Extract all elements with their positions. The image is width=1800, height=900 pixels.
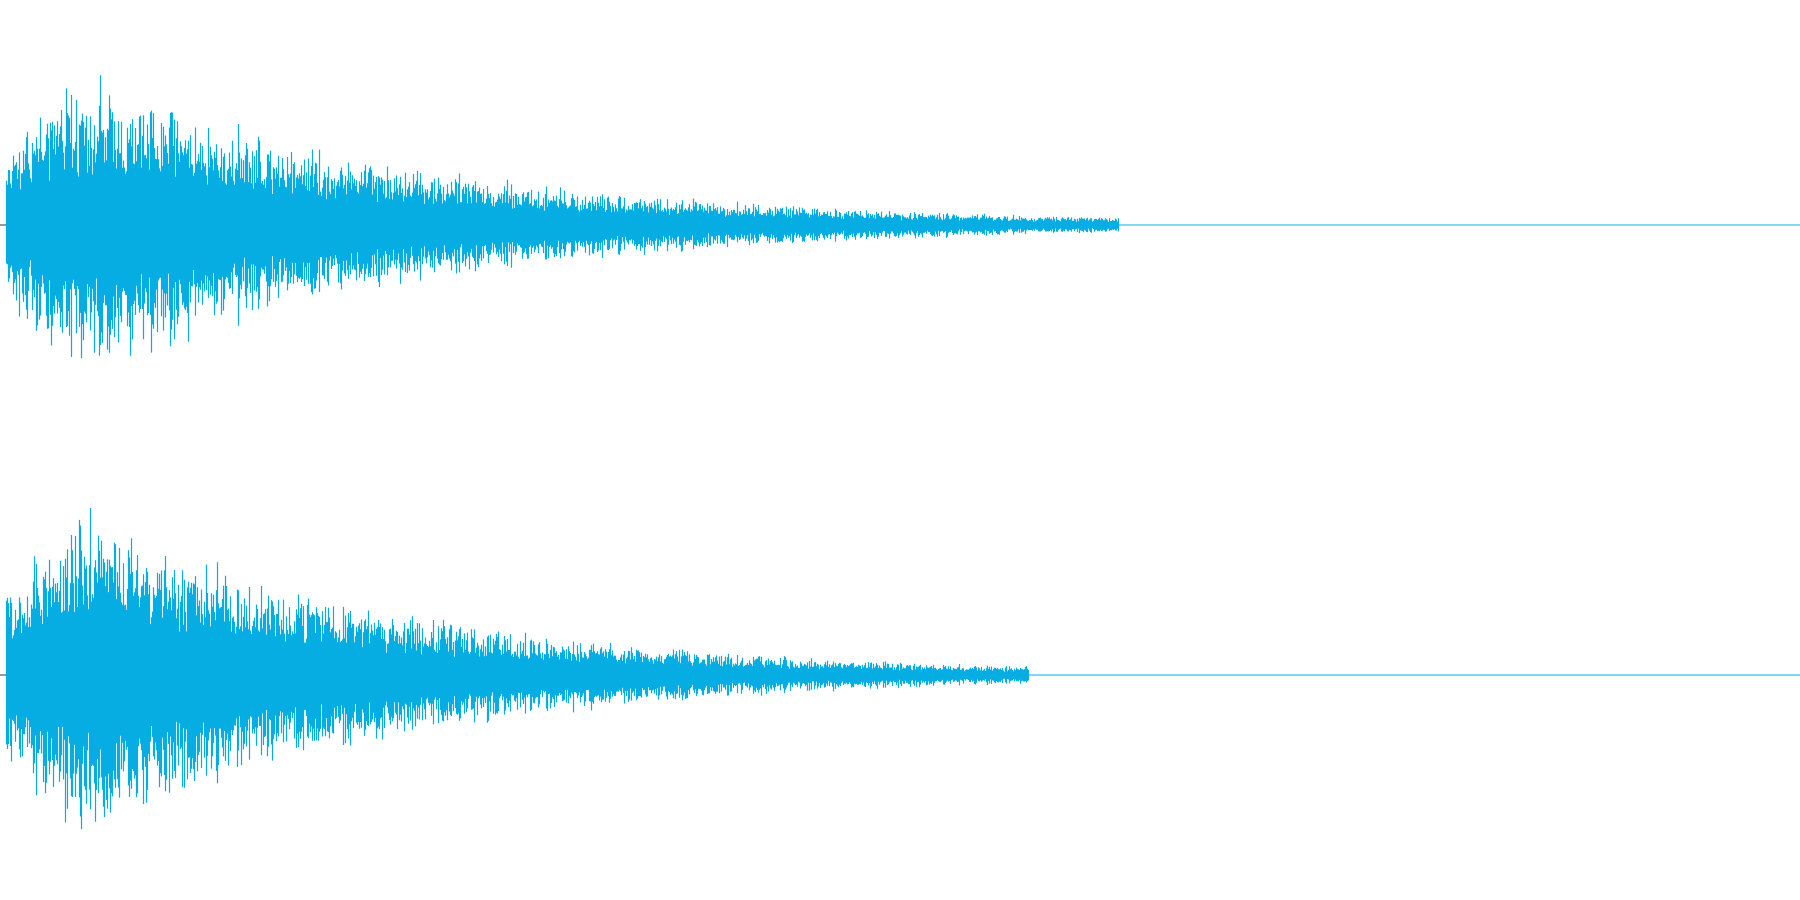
waveform-samples bbox=[5, 508, 1030, 830]
waveform-samples bbox=[5, 75, 1120, 359]
waveform-channel-right bbox=[0, 508, 1800, 830]
waveform-channel-left bbox=[0, 75, 1800, 359]
